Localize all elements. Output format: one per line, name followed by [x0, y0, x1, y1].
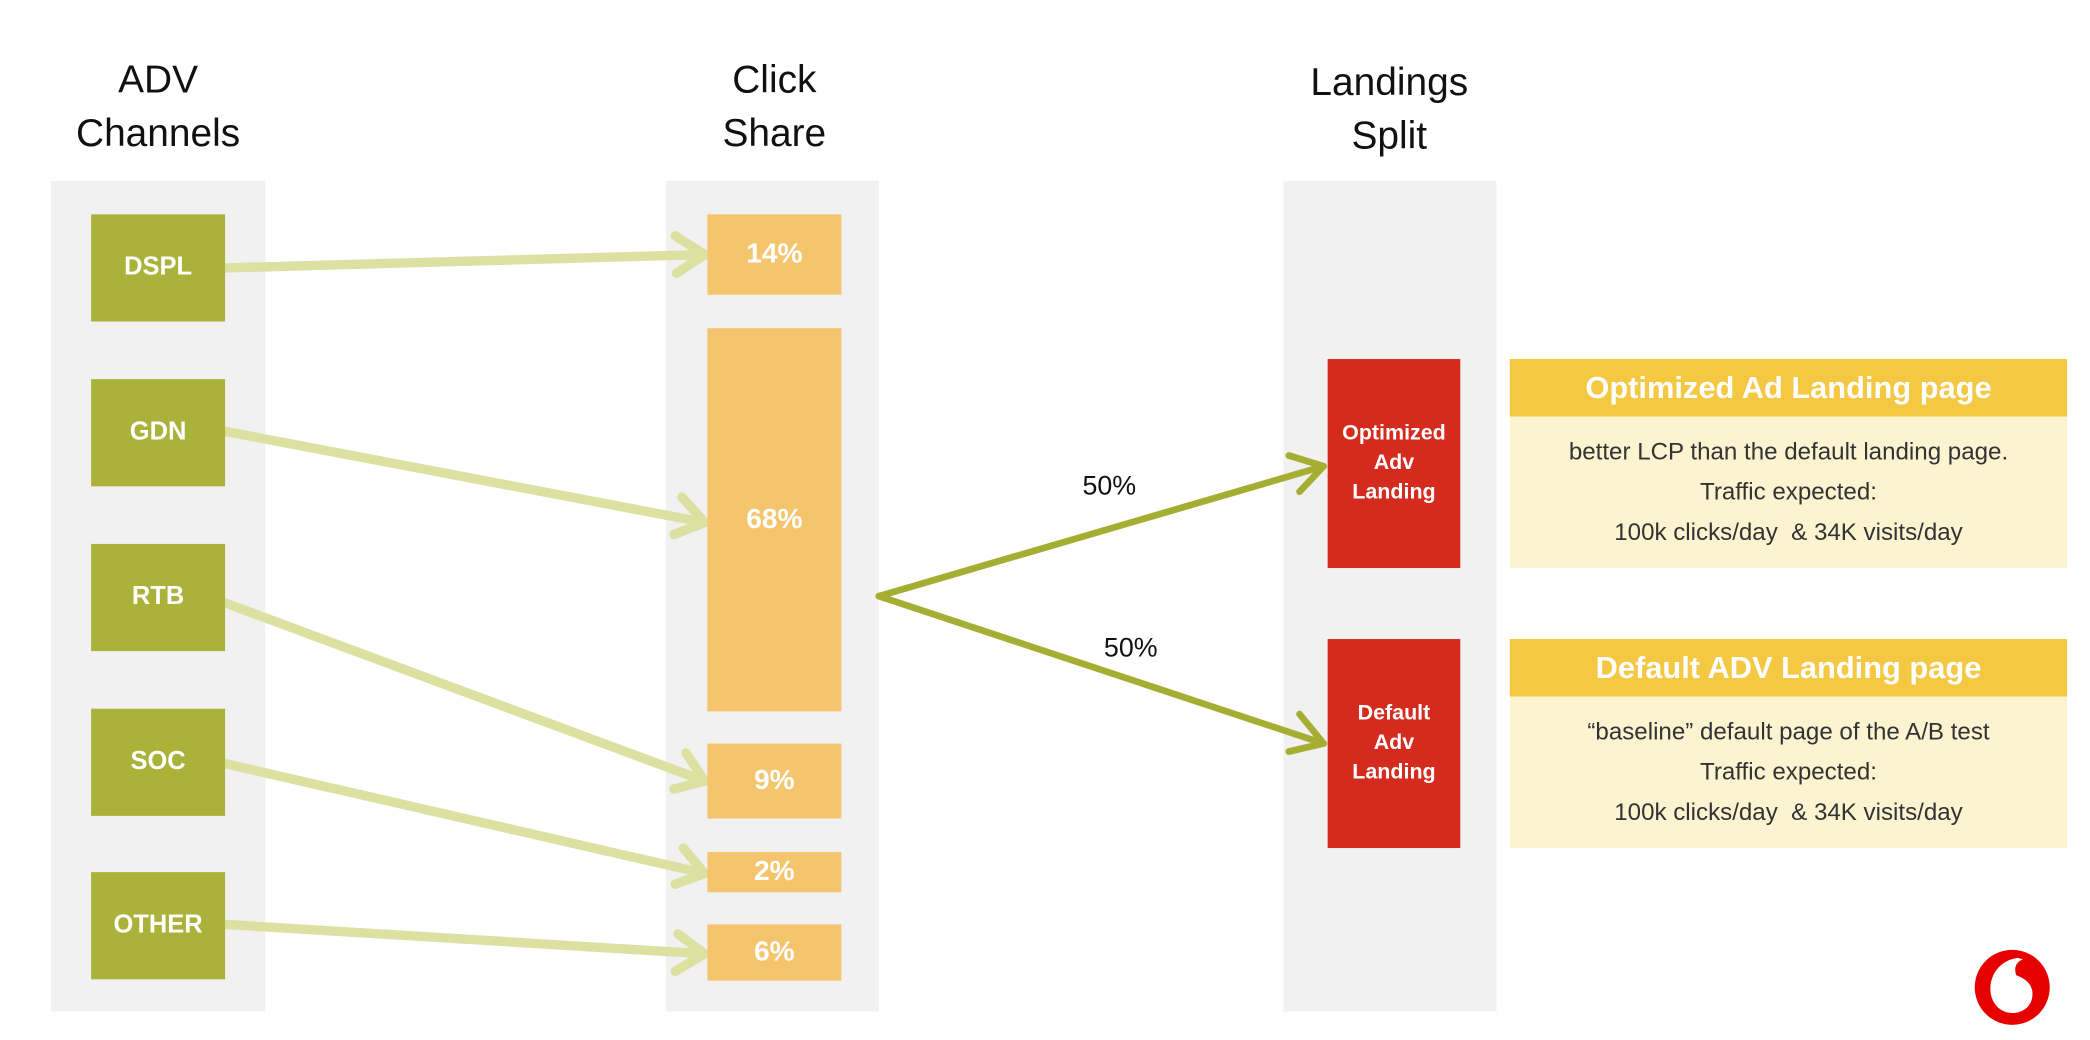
- landing-label: Landing: [1352, 480, 1436, 504]
- landing-label: Optimized: [1342, 422, 1446, 445]
- landing-label: Default: [1357, 702, 1431, 725]
- info-title-default: Default ADV Landing page: [1509, 639, 2068, 697]
- channel-gdn: GDN: [91, 379, 226, 487]
- channel-other: OTHER: [91, 872, 226, 980]
- arrow-soc: [220, 758, 710, 889]
- header-line: Split: [1351, 115, 1428, 159]
- vodafone-logo: [1974, 949, 2050, 1025]
- header-line: ADV: [118, 58, 199, 102]
- channel-soc: SOC: [91, 708, 226, 816]
- info-line: Traffic expected:: [1700, 478, 1877, 506]
- info-line: better LCP than the default landing page…: [1568, 438, 2009, 465]
- share-other: 6%: [707, 924, 842, 981]
- landings-header: Landings Split: [1229, 56, 1551, 163]
- arrow-to-default: [875, 592, 1327, 755]
- landing-label: Adv: [1373, 731, 1415, 755]
- share-gdn: 68%: [707, 328, 842, 712]
- channels-header: ADV Channels: [0, 54, 319, 161]
- info-line: Traffic expected:: [1700, 758, 1877, 786]
- info-line: 100k clicks/day & 34K visits/day: [1614, 798, 1963, 826]
- info-body-default: “baseline” default page of the A/B test …: [1509, 696, 2068, 849]
- header-line: Click: [732, 58, 817, 102]
- header-line: Channels: [76, 112, 241, 156]
- arrow-rtb: [220, 598, 710, 794]
- info-body-optimized: better LCP than the default landing page…: [1509, 416, 2068, 569]
- share-rtb: 9%: [707, 743, 842, 819]
- landings-column: [1283, 180, 1497, 1012]
- landing-default: Default Adv Landing: [1327, 639, 1461, 849]
- landing-label: Adv: [1373, 451, 1415, 475]
- channel-dspl: DSPL: [91, 214, 226, 322]
- share-soc: 2%: [707, 852, 842, 893]
- arrow-dspl: [220, 231, 710, 278]
- info-line: “baseline” default page of the A/B test: [1587, 718, 1990, 745]
- channel-rtb: RTB: [91, 543, 226, 652]
- split-label-default: 50%: [1103, 633, 1158, 664]
- split-label-optimized: 50%: [1082, 471, 1137, 502]
- arrow-other: [220, 919, 710, 976]
- arrow-to-optimized: [875, 452, 1327, 600]
- arrow-gdn: [220, 426, 710, 540]
- header-line: Share: [722, 112, 827, 156]
- landing-optimized: Optimized Adv Landing: [1327, 359, 1461, 569]
- info-line: 100k clicks/day & 34K visits/day: [1614, 518, 1963, 546]
- landing-label: Landing: [1352, 760, 1436, 784]
- info-title-optimized: Optimized Ad Landing page: [1509, 359, 2068, 417]
- header-line: Landings: [1310, 61, 1469, 105]
- share-dspl: 14%: [707, 214, 842, 295]
- share-header: Click Share: [614, 54, 936, 161]
